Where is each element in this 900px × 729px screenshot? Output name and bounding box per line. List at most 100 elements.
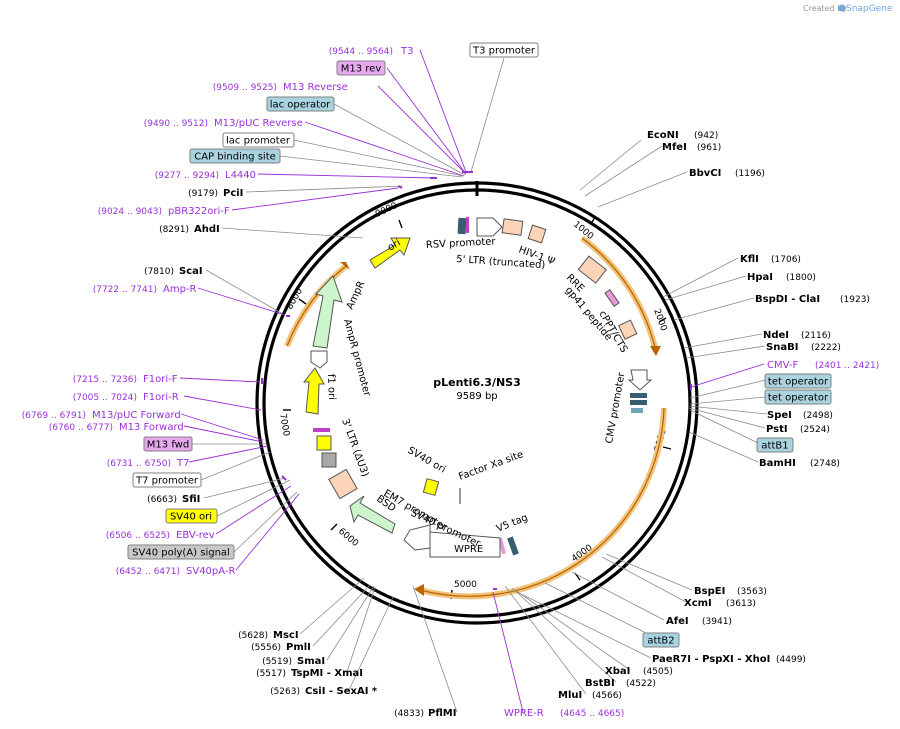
enzyme-smai[interactable]: SmaI: [297, 656, 325, 667]
enzyme-bamhi[interactable]: BamHI: [759, 458, 796, 469]
feature-ori-arrow: [369, 237, 411, 269]
primer-f1f-name[interactable]: F1ori-F: [143, 374, 178, 385]
primer-cmvf-name[interactable]: CMV-F: [767, 360, 798, 371]
enzyme-ahdi[interactable]: AhdI: [194, 224, 220, 235]
enzyme-mfei[interactable]: MfeI: [662, 142, 687, 153]
primer-t7-name[interactable]: T7: [176, 458, 189, 469]
primer-m13puc-name[interactable]: M13/pUC Reverse: [214, 118, 303, 129]
enzyme-mlui-pos: (4566): [592, 691, 622, 701]
label-rsv-promoter: RSV promoter: [426, 236, 497, 251]
box-m13-fwd[interactable]: [143, 436, 193, 452]
label-ampr: AmpR: [345, 279, 368, 311]
primer-f1r-name[interactable]: F1ori-R: [143, 392, 179, 403]
box-t7-promoter[interactable]: [132, 472, 202, 488]
enzyme-pmli-pos: (5556): [251, 643, 281, 653]
feature-cmv-arrow: [627, 369, 653, 391]
enzyme-scai-pos: (7810): [144, 267, 174, 277]
enzyme-spei[interactable]: SpeI: [767, 410, 792, 421]
enzyme-pcii[interactable]: PciI: [223, 188, 243, 199]
enzyme-bspei[interactable]: BspEI: [694, 586, 725, 597]
feature-bsd-arrow: [349, 495, 396, 534]
enzyme-econi[interactable]: EcoNI: [647, 130, 679, 141]
enzyme-bbvci[interactable]: BbvCI: [689, 168, 721, 179]
enzyme-scai[interactable]: ScaI: [179, 266, 203, 277]
snapgene-logo-icon: [838, 4, 846, 12]
enzyme-kfli-pos: (1706): [771, 255, 801, 265]
enzyme-afei[interactable]: AfeI: [666, 616, 689, 627]
primer-ebv-pos: (6506 .. 6525): [106, 531, 170, 541]
enzyme-hpai[interactable]: HpaI: [747, 272, 773, 283]
enzyme-bstbi[interactable]: BstBI: [585, 678, 615, 689]
box-attb1[interactable]: [756, 437, 794, 453]
feature-tet-operator-1: [630, 393, 647, 398]
enzyme-pcii-pos: (9179): [188, 189, 218, 199]
label-v5-tag: V5 tag: [495, 512, 530, 534]
primer-wprer-name[interactable]: WPRE-R: [504, 708, 544, 719]
box-sv40-ori-text: SV40 ori: [170, 512, 212, 523]
enzyme-psti[interactable]: PstI: [766, 424, 788, 435]
enzyme-pflmi-pos: (4833): [394, 709, 424, 719]
primer-ampr-name[interactable]: Amp-R: [163, 284, 197, 295]
enzyme-csii[interactable]: CsiI - SexAI *: [305, 686, 378, 697]
box-cap-binding-site[interactable]: [189, 148, 281, 164]
enzyme-sfii[interactable]: SfiI: [182, 494, 200, 505]
primer-m13pucf-name[interactable]: M13/pUC Forward: [92, 410, 181, 421]
label-factor-xa: Factor Xa site: [457, 449, 525, 483]
primer-m13rev-name[interactable]: M13 Reverse: [283, 82, 348, 93]
enzyme-snabi-pos: (2222): [811, 343, 841, 353]
feature-gp41: [604, 289, 620, 307]
box-tet-operator-2[interactable]: [764, 389, 832, 405]
enzyme-pflmi[interactable]: PflMI: [428, 708, 456, 719]
enzyme-kfli[interactable]: KflI: [740, 254, 759, 265]
box-lac-promoter-text: lac promoter: [226, 136, 291, 147]
enzyme-xbai[interactable]: XbaI: [605, 666, 630, 677]
primer-t3-name[interactable]: T3: [400, 46, 413, 57]
enzyme-bspdi[interactable]: BspDI - ClaI: [755, 294, 820, 305]
box-lac-promoter[interactable]: [222, 132, 295, 148]
feature-rre: [577, 255, 607, 284]
enzyme-afei-pos: (3941): [702, 617, 732, 627]
label-sv40-ori-inner: SV40 ori: [406, 445, 448, 476]
enzyme-mlui[interactable]: MluI: [558, 690, 582, 701]
enzyme-paer7i[interactable]: PaeR7I - PspXI - XhoI: [652, 654, 770, 665]
box-attb1-text: attB1: [761, 441, 788, 452]
primer-l4440-name[interactable]: L4440: [225, 170, 256, 181]
primer-t3-pos: (9544 .. 9564): [329, 47, 393, 57]
enzyme-xcmi[interactable]: XcmI: [684, 598, 712, 609]
enzyme-labels-right: EcoNI (942) MfeI (961) BbvCI (1196) KflI…: [558, 130, 870, 701]
primer-m13f-name[interactable]: M13 Forward: [119, 422, 184, 433]
box-t7-promoter-text: T7 promoter: [135, 476, 199, 487]
enzyme-xcmi-pos: (3613): [726, 599, 756, 609]
plasmid-size: 9589 bp: [456, 391, 497, 402]
primer-m13f-pos: (6760 .. 6777): [49, 423, 113, 433]
enzyme-ndei[interactable]: NdeI: [763, 330, 789, 341]
feature-sv40-ori-block: [316, 435, 332, 451]
enzyme-ndei-pos: (2116): [801, 331, 831, 341]
box-sv40-ori[interactable]: [165, 508, 218, 524]
primer-f1f-pos: (7215 .. 7236): [73, 375, 137, 385]
box-attb2[interactable]: [642, 632, 680, 648]
feature-primer-site: [466, 217, 469, 233]
enzyme-msci[interactable]: MscI: [273, 630, 299, 641]
primer-pbr322-name[interactable]: pBR322ori-F: [168, 206, 230, 217]
feature-shapes: [302, 217, 653, 558]
enzyme-snabi[interactable]: SnaBI: [766, 342, 798, 353]
box-m13-rev[interactable]: [336, 60, 386, 76]
enzyme-tspmi[interactable]: TspMI - XmaI: [291, 668, 363, 679]
feature-sv40-ori-small: [422, 478, 440, 496]
enzyme-pmli[interactable]: PmlI: [286, 642, 311, 653]
box-sv40-polya-signal[interactable]: [127, 544, 235, 560]
enzyme-xbai-pos: (4505): [643, 667, 673, 677]
primer-ebv-name[interactable]: EBV-rev: [176, 530, 215, 541]
enzyme-labels-left: (4833) PflMI (5263) CsiI - SexAI * (5517…: [144, 188, 456, 719]
credit-prefix: Created by: [803, 4, 847, 13]
enzyme-bspdi-pos: (1923): [840, 295, 870, 305]
box-t3-promoter[interactable]: [469, 42, 539, 58]
enzyme-bbvci-pos: (1196): [735, 169, 765, 179]
box-lac-operator[interactable]: [266, 96, 335, 112]
box-tet-operator-1[interactable]: [764, 373, 832, 389]
label-cmv-promoter: CMV promoter: [604, 371, 627, 445]
primer-sv40pa-name[interactable]: SV40pA-R: [186, 566, 235, 577]
primer-cmvf-pos: (2401 .. 2421): [815, 361, 879, 371]
